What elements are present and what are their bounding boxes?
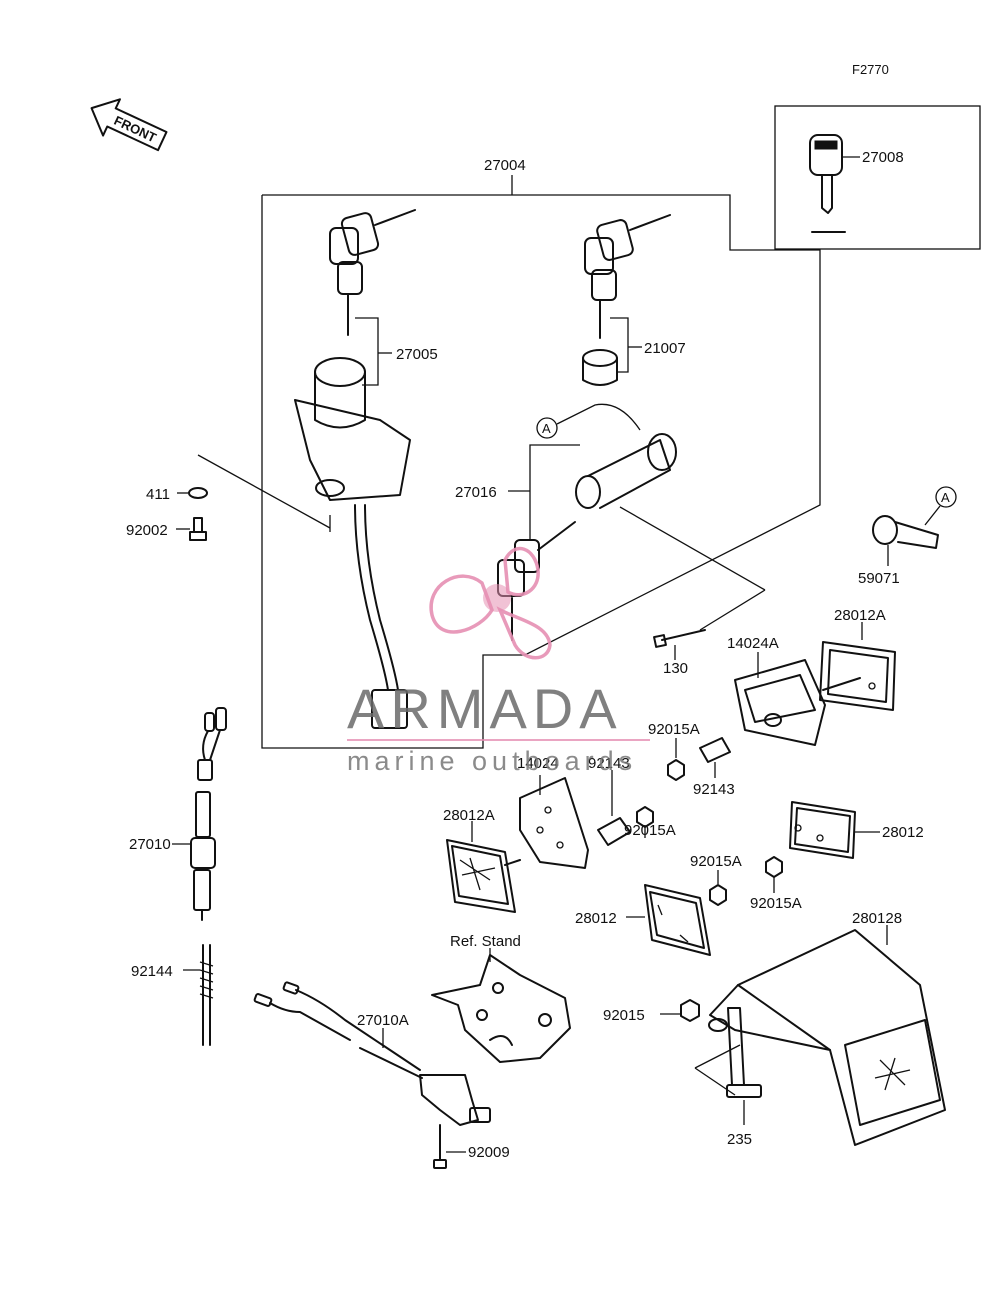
label-28012A-left: 28012A — [443, 807, 495, 824]
label-59071: 59071 — [858, 570, 900, 587]
armada-logo: ARMADA marine outboards — [347, 546, 650, 776]
stand-bracket-icon — [431, 954, 571, 1063]
label-92015A-1: 92015A — [648, 721, 700, 738]
nut-92015-icon — [680, 999, 700, 1022]
svg-text:A: A — [542, 421, 551, 436]
figure-code: F2770 — [852, 62, 889, 77]
nut-92015A-3-icon — [709, 884, 727, 906]
seat-lock-icon — [497, 433, 677, 641]
nut-92015A-2-icon — [636, 806, 654, 828]
label-92002: 92002 — [126, 522, 168, 539]
label-92009: 92009 — [468, 1144, 510, 1161]
key-set-right-icon — [582, 214, 671, 386]
label-92015A-3: 92015A — [690, 853, 742, 870]
watermark-tagline: marine outboards — [347, 746, 637, 776]
spare-key-box — [774, 105, 981, 250]
reflector-28012-mid-icon — [644, 884, 711, 956]
kit-frame-27004 — [261, 175, 821, 749]
spacer-92143-2-icon — [597, 817, 631, 846]
screw-130-icon — [653, 629, 706, 648]
spacer-92143-1-icon — [699, 737, 731, 763]
reflector-housing-280128-icon — [708, 929, 946, 1146]
bracket-14024A-icon — [734, 659, 826, 746]
label-411: 411 — [146, 486, 170, 503]
nut-92015A-1-icon — [667, 759, 685, 781]
label-27005: 27005 — [396, 346, 438, 363]
label-27016: 27016 — [455, 484, 497, 501]
front-arrow-icon: FRONT — [90, 98, 168, 152]
label-14024: 14024 — [517, 755, 559, 772]
label-92015: 92015 — [603, 1007, 645, 1024]
reflector-28012A-left-icon — [446, 839, 521, 913]
watermark-brand: ARMADA — [347, 677, 623, 740]
label-235: 235 — [727, 1131, 752, 1148]
label-92015A-2: 92015A — [624, 822, 676, 839]
bolt-235-icon — [726, 1007, 762, 1098]
label-27010: 27010 — [129, 836, 171, 853]
label-92143-2: 92143 — [588, 755, 630, 772]
spring-92144-icon — [199, 944, 214, 1046]
label-280128: 280128 — [852, 910, 902, 927]
ignition-switch-icon — [294, 357, 411, 729]
nut-92015A-4-icon — [765, 856, 783, 878]
label-14024A: 14024A — [727, 635, 779, 652]
label-27008: 27008 — [862, 149, 904, 166]
label-28012A-top: 28012A — [834, 607, 886, 624]
key-set-left-icon — [329, 209, 416, 336]
label-92144: 92144 — [131, 963, 173, 980]
reflector-28012A-top-icon — [819, 641, 896, 711]
label-27004: 27004 — [484, 157, 526, 174]
reflector-28012-right-icon — [789, 801, 856, 859]
callout-a-upper-icon: A — [536, 403, 641, 439]
washer-411-icon — [188, 487, 208, 499]
lock-arm-59071-icon: A — [872, 486, 957, 549]
ref-stand-label: Ref. Stand — [450, 933, 521, 950]
label-28012-mid: 28012 — [575, 910, 617, 927]
side-stand-switch-27010A-icon — [253, 981, 491, 1169]
label-92015A-4: 92015A — [750, 895, 802, 912]
label-27010A: 27010A — [357, 1012, 409, 1029]
neutral-switch-27010-icon — [190, 707, 227, 921]
bolt-92002-icon — [189, 517, 207, 541]
label-92143-1: 92143 — [693, 781, 735, 798]
label-21007: 21007 — [644, 340, 686, 357]
svg-text:A: A — [941, 490, 950, 505]
plate-14024-icon — [519, 777, 589, 869]
label-130: 130 — [663, 660, 688, 677]
label-28012-right: 28012 — [882, 824, 924, 841]
propeller-logo-icon — [429, 546, 552, 660]
